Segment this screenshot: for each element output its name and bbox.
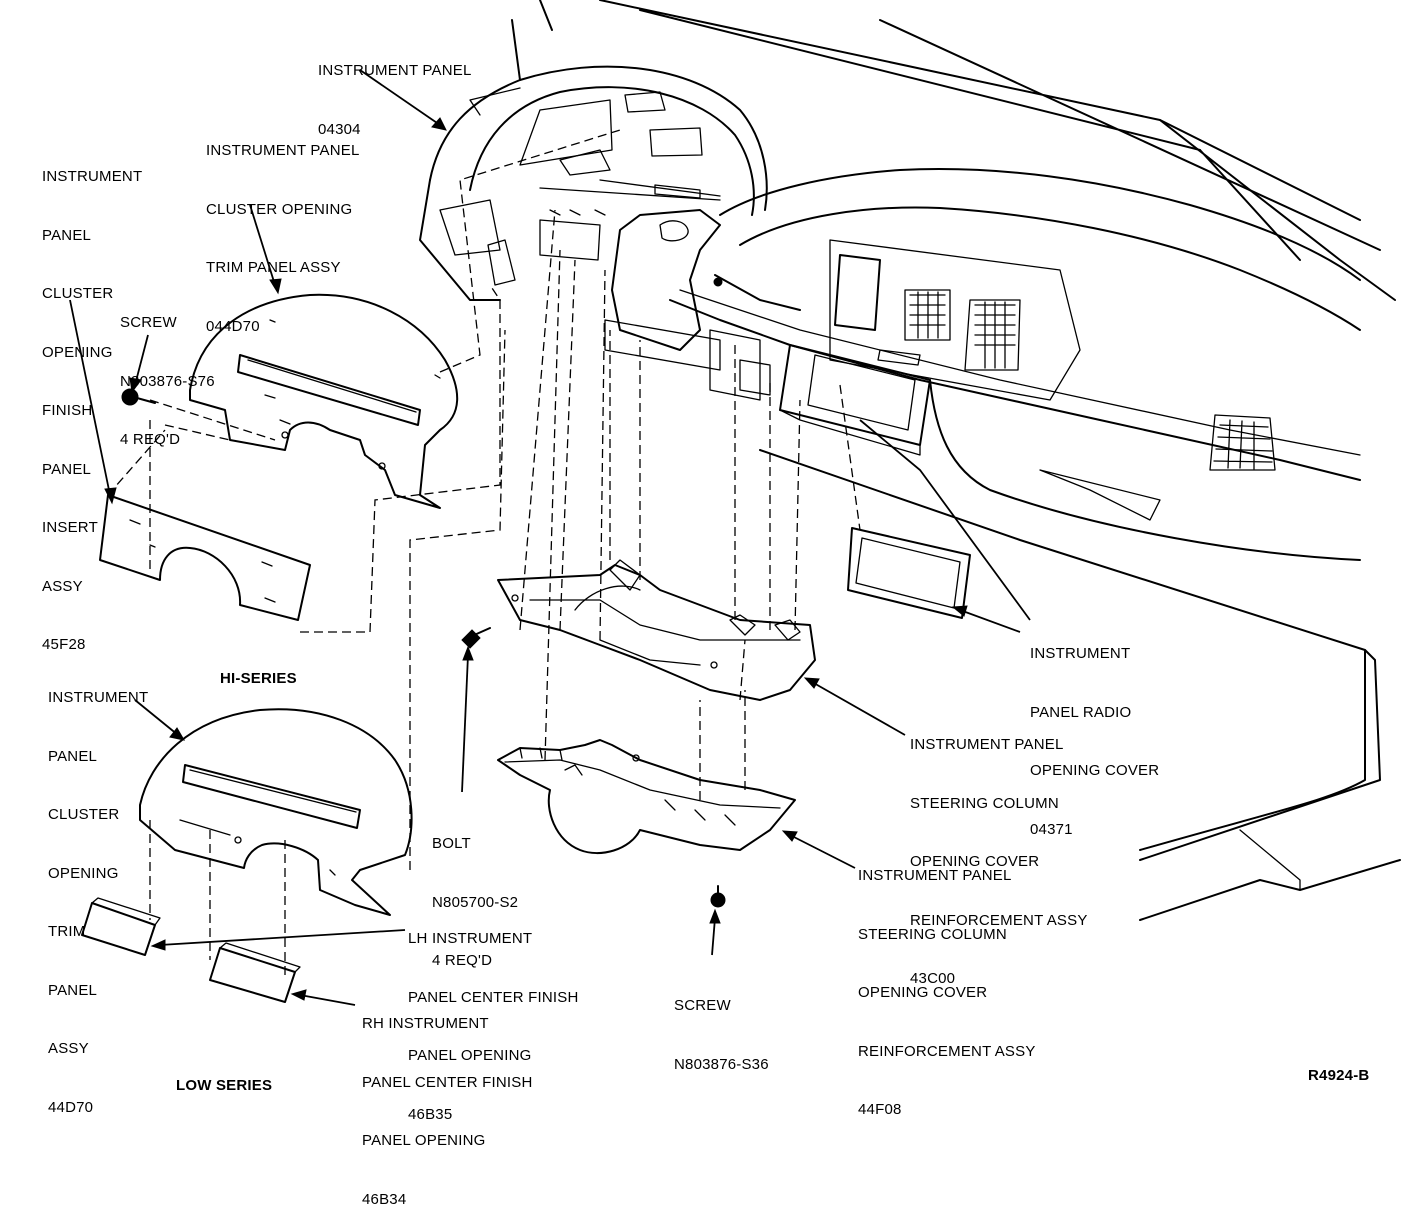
label-line: N805700-S2 [432,893,519,911]
label-line: TRIM [48,923,86,940]
label-hi-series: HI-SERIES [220,630,297,708]
label-line: RH INSTRUMENT [362,1015,489,1032]
steering-cover-reinforcement-43c00 [497,559,816,701]
label-low-series: LOW SERIES [176,1037,272,1115]
label-line: STEERING COLUMN [910,794,1059,812]
exploded-view-illustration [69,0,1401,1006]
label-line: OPENING COVER [910,853,1040,870]
center-finish-panel-openings [81,897,301,1003]
label-line: PANEL CENTER FINISH [408,988,579,1006]
label-bolt: BOLT N805700-S2 4 REQ'D [432,795,518,990]
low-series-cluster-trim-panel [139,708,413,916]
label-line: PANEL [42,460,92,478]
label-line: SCREW [674,997,731,1014]
label-line: 45F28 [42,636,86,653]
label-steering-cover-44f08: INSTRUMENT PANEL STEERING COLUMN OPENING… [858,827,1036,1139]
label-line: OPENING [42,343,113,361]
label-line: HI-SERIES [220,670,297,687]
label-line: REINFORCEMENT ASSY [858,1042,1036,1060]
label-line: INSTRUMENT [1030,645,1131,662]
label-line: 4 REQ'D [120,431,181,448]
label-rh-finish-panel: RH INSTRUMENT PANEL CENTER FINISH PANEL … [362,975,533,1229]
steering-cover-reinforcement-44f08 [497,739,796,855]
hi-series-cluster-trim-panel [189,293,459,509]
label-line: PANEL [42,226,92,244]
label-line: INSERT [42,519,98,536]
label-line: INSTRUMENT PANEL [858,867,1012,884]
label-line: 43C00 [910,970,956,987]
label-radio-cover: INSTRUMENT PANEL RADIO OPENING COVER 043… [1030,605,1159,859]
label-line: CLUSTER [48,806,120,823]
assembly-lines [107,129,861,975]
label-line: 04304 [318,120,361,138]
label-line: CLUSTER OPENING [206,200,353,218]
label-line: PANEL [48,981,98,999]
label-line: PANEL RADIO [1030,703,1132,721]
label-line: FINISH [42,402,93,419]
label-line: ASSY [42,577,83,595]
label-line: R4924-B [1308,1067,1370,1084]
label-line: 44D70 [48,1098,94,1116]
label-instrument-panel: INSTRUMENT PANEL 04304 [318,22,472,159]
label-line: LOW SERIES [176,1077,273,1094]
label-line: PANEL CENTER FINISH [362,1073,533,1091]
figure-code: R4924-B [1308,1027,1369,1105]
radio-opening-cover [847,527,971,619]
fasteners [121,388,726,908]
label-line: INSTRUMENT PANEL [206,142,360,159]
label-line: INSTRUMENT [48,689,149,706]
label-line: REINFORCEMENT ASSY [910,911,1088,929]
label-cluster-trim-panel-hi: INSTRUMENT PANEL CLUSTER OPENING TRIM PA… [206,102,360,356]
label-line: N803876-S36 [674,1055,769,1073]
label-line: 044D70 [206,317,260,335]
label-line: PANEL OPENING [362,1132,486,1149]
label-screw-top: SCREW N803876-S76 4 REQ'D [120,274,215,469]
label-line: OPENING [48,864,119,882]
label-steering-cover-43c00: INSTRUMENT PANEL STEERING COLUMN OPENING… [910,696,1088,1008]
finish-panel-insert [99,494,311,621]
diagram-stage: INSTRUMENT PANEL 04304 INSTRUMENT PANEL … [42,0,1401,1208]
label-line: PANEL OPENING [408,1047,532,1064]
label-line: ASSY [48,1040,89,1057]
label-finish-panel-insert: INSTRUMENT PANEL CLUSTER OPENING FINISH … [42,128,142,674]
label-line: 04371 [1030,820,1073,838]
label-line: BOLT [432,835,471,852]
label-line: OPENING COVER [1030,762,1160,779]
label-line: CLUSTER [42,285,114,302]
label-line: N803876-S76 [120,372,215,390]
label-line: INSTRUMENT PANEL [318,62,472,79]
label-line: 4 REQ'D [432,952,493,969]
label-line: INSTRUMENT PANEL [910,736,1064,753]
leader-arrows [69,69,1031,1006]
label-line: TRIM PANEL ASSY [206,259,341,276]
label-cluster-trim-panel-low: INSTRUMENT PANEL CLUSTER OPENING TRIM PA… [48,649,148,1137]
label-line: STEERING COLUMN [858,925,1007,943]
label-line: SCREW [120,314,177,331]
label-screw-bottom: SCREW N803876-S36 [674,957,769,1094]
label-line: LH INSTRUMENT [408,930,533,947]
label-line: 46B34 [362,1190,407,1208]
label-line: 44F08 [858,1101,902,1118]
label-line: PANEL [48,747,98,765]
label-line: OPENING COVER [858,984,988,1001]
instrument-panel-dashboard [419,0,1401,921]
label-line: INSTRUMENT [42,168,143,185]
